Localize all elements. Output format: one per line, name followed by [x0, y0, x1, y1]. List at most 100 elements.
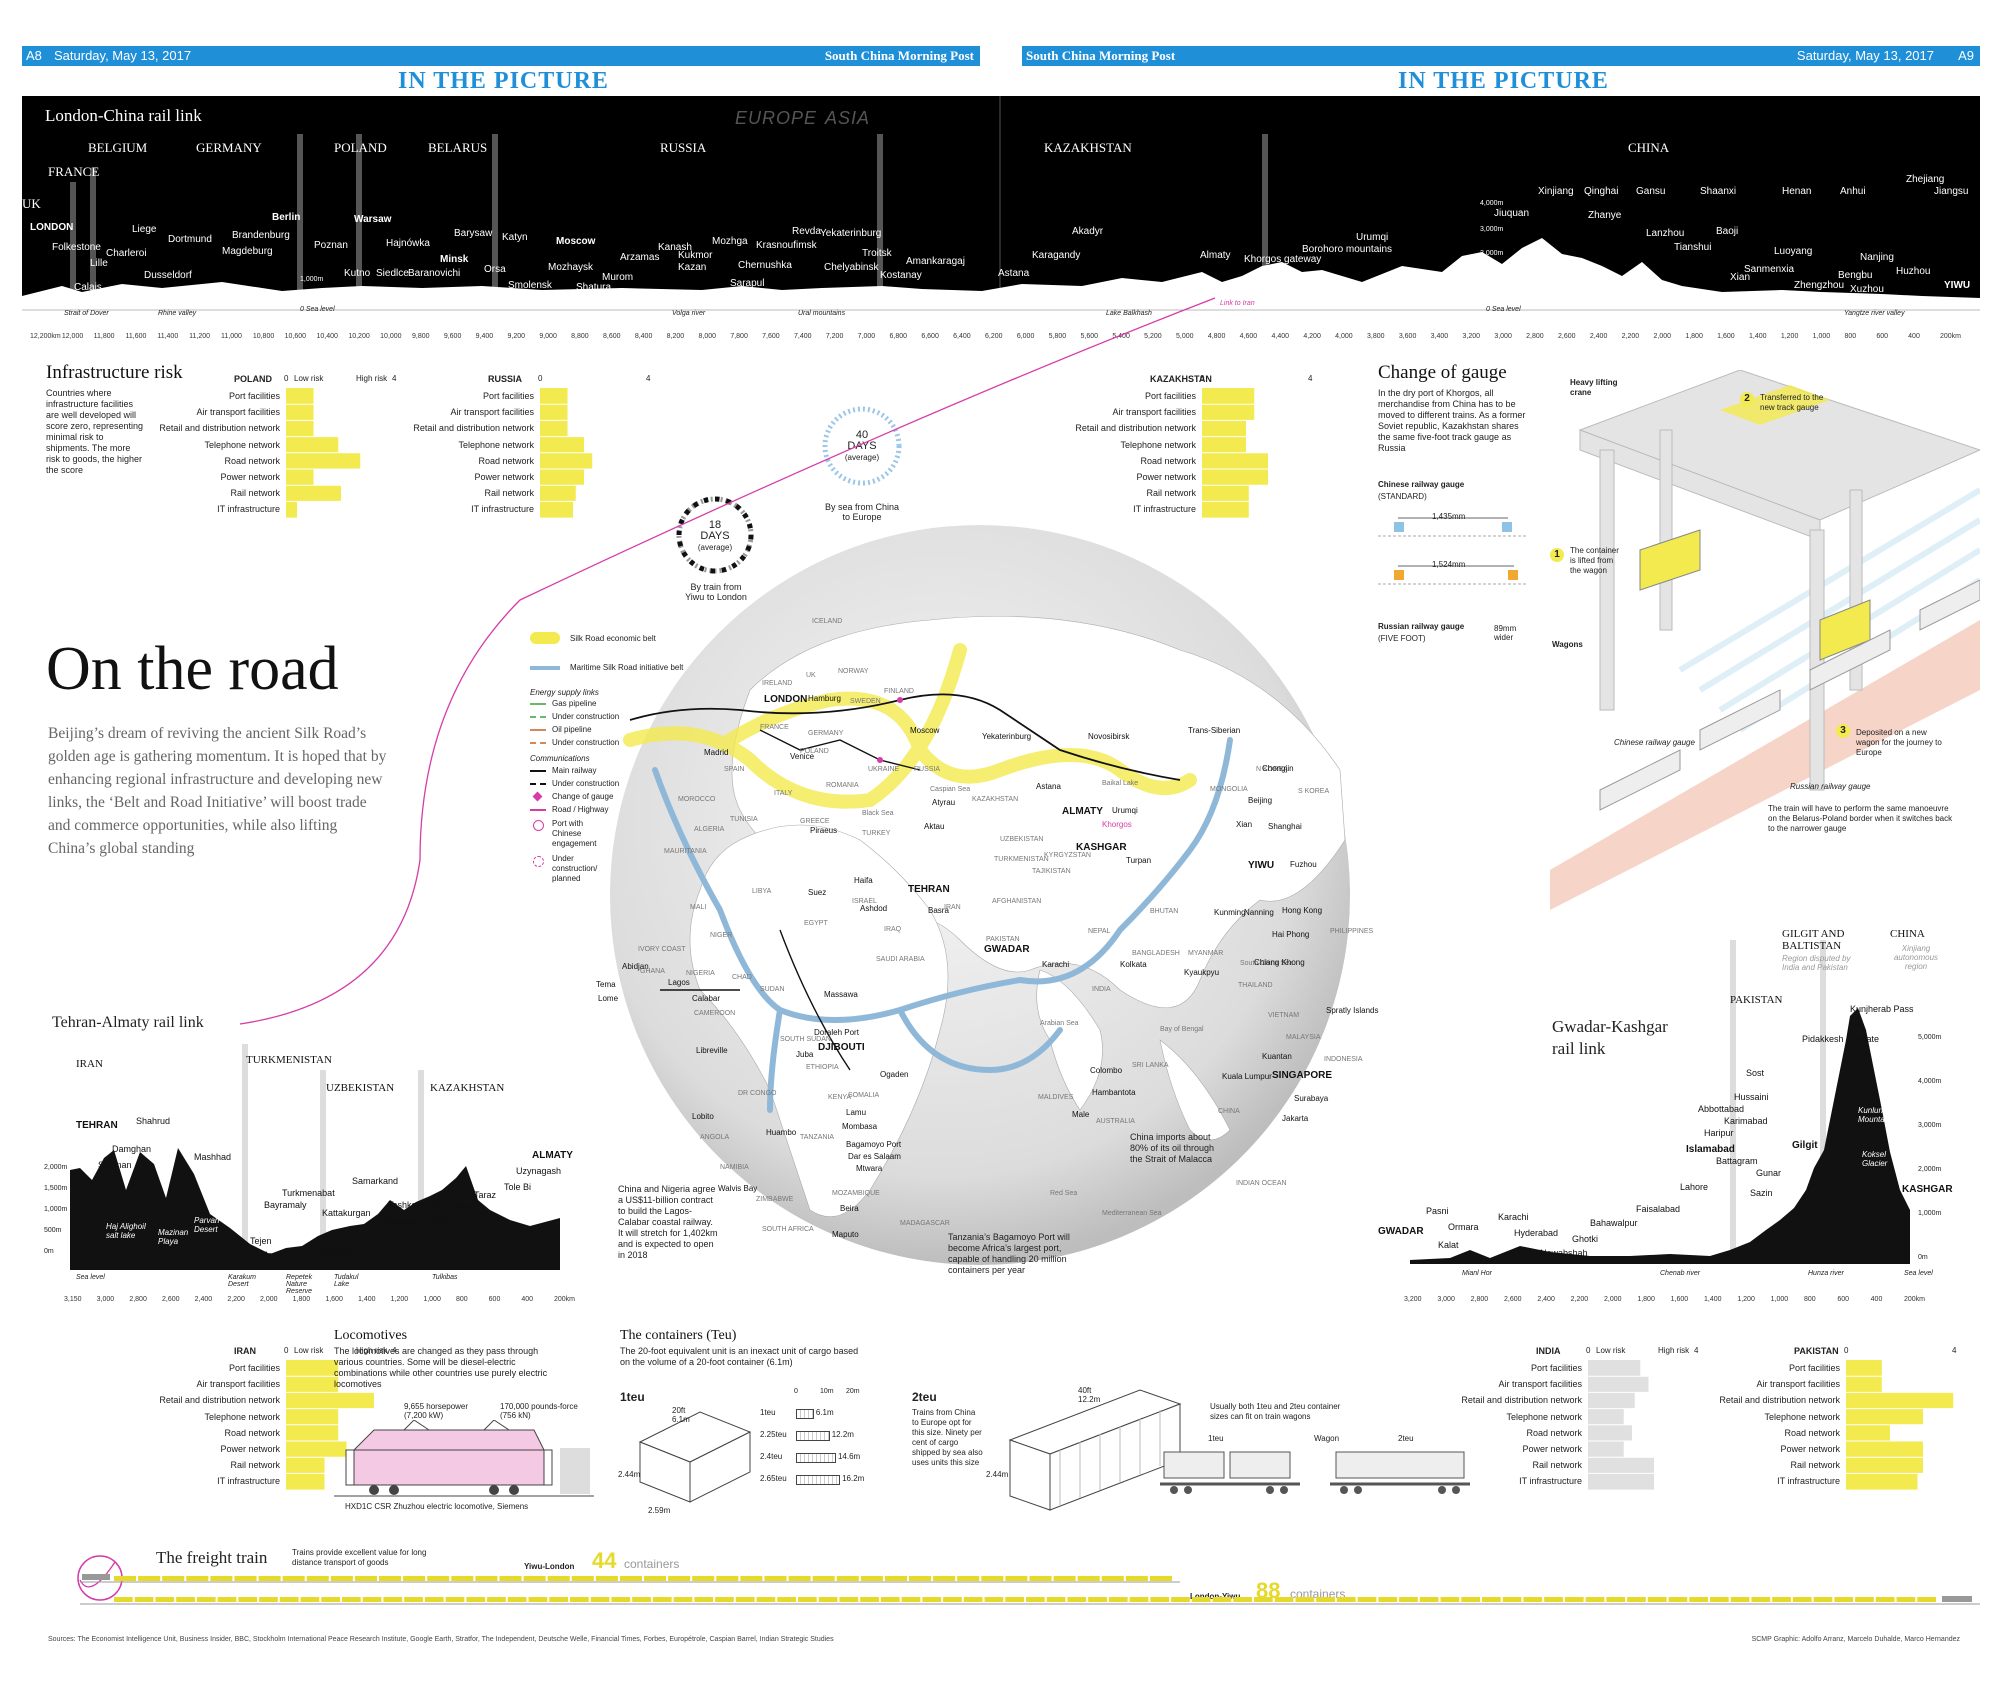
container-train2-52	[1191, 1597, 1211, 1602]
profile-city-24: Shatura	[576, 282, 612, 293]
map-label-35: DR CONGO	[738, 1090, 777, 1097]
container-train1-43	[1149, 1576, 1172, 1581]
tehran-bottom-3: Tudakul Lake	[334, 1274, 359, 1288]
container-train2-69	[1544, 1597, 1563, 1602]
teu1-box	[638, 1411, 752, 1503]
risk-four: 4	[392, 1346, 397, 1355]
profile-city-49: Xinjiang	[1538, 186, 1574, 197]
map-label-37: ANGOLA	[700, 1134, 730, 1141]
freight-n1: 44	[592, 1548, 617, 1573]
profile-city-21: Smolensk	[508, 280, 552, 291]
profile-city-32: Chernushka	[738, 260, 792, 271]
profile-city-18: Barysaw	[454, 228, 493, 239]
tehran-city-21: Uzynagash	[516, 1166, 562, 1176]
teu2-height: 2.44m	[986, 1470, 1009, 1479]
risk-item-3: Telephone network	[1764, 1411, 1840, 1422]
infra-title: Infrastructure risk	[46, 362, 183, 383]
map-city-14: KASHGAR	[1076, 842, 1127, 853]
profile-note-8: Yangtze river valley	[1844, 310, 1905, 317]
risk-four: 4	[1308, 374, 1313, 383]
gwadar-city-22: Koksel Glacier	[1862, 1150, 1888, 1168]
profile-country-2: BELGIUM	[88, 140, 148, 155]
profile-city-9: Magdeburg	[222, 246, 273, 257]
profile-axis-44: 3,400	[1430, 333, 1449, 340]
risk-item-1: Air transport facilities	[450, 407, 534, 418]
map-label-70: Caspian Sea	[930, 786, 971, 793]
container-train2-46	[1067, 1597, 1087, 1602]
container-train2-68	[1523, 1597, 1543, 1602]
map-city-26: Ashdod	[860, 904, 888, 913]
profile-note-2: 0 Sea level	[300, 306, 335, 313]
container-train2-64	[1440, 1597, 1460, 1602]
gwadar-axis-13: 600	[1837, 1296, 1850, 1303]
risk-item-4: Road network	[1784, 1427, 1840, 1438]
risk-item-6: Rail network	[1532, 1460, 1582, 1471]
crane-illustration	[1550, 370, 1980, 910]
map-city-18: YIWU	[1248, 860, 1275, 871]
gwadar-city-20: Lawate	[1850, 1034, 1880, 1044]
gauge-wagons: Wagons	[1552, 640, 1583, 649]
risk-item-1: Air transport facilities	[196, 407, 280, 418]
tehran-axis-2: 2,800	[129, 1296, 147, 1303]
teu-row-len-2: 14.6m	[837, 1452, 861, 1461]
map-label-78: AUSTRALIA	[1096, 1118, 1135, 1125]
profile-city-64: Xuzhou	[1850, 284, 1884, 295]
profile-country-3: GERMANY	[196, 140, 262, 155]
left-brand: South China Morning Post	[824, 48, 974, 63]
teu-row-label-2: 2.4teu	[760, 1452, 783, 1461]
risk-item-1: Air transport facilities	[196, 1379, 280, 1390]
profile-city-54: Tianshui	[1674, 242, 1712, 253]
container-train2-7	[259, 1597, 278, 1602]
profile-city-10: Berlin	[272, 212, 301, 223]
profile-axis-8: 10,600	[284, 333, 307, 340]
profile-city-50: Qinghai	[1584, 186, 1619, 197]
risk-item-6: Rail network	[484, 488, 534, 499]
container-train2-50	[1150, 1597, 1170, 1602]
profile-city-60: Luoyang	[1774, 246, 1813, 257]
gwadar-axis-1: 3,000	[1437, 1296, 1455, 1303]
gwadar-city-8: Bahawalpur	[1590, 1218, 1638, 1228]
map-label-53: MYANMAR	[1188, 950, 1224, 957]
container-train2-16	[445, 1597, 465, 1602]
sea-days-unit: DAYS	[847, 440, 877, 452]
tehran-axis-13: 600	[488, 1296, 501, 1303]
profile-city-52: Zhanye	[1588, 210, 1622, 221]
profile-city-28: Kazan	[678, 262, 707, 273]
profile-city-25: Murom	[602, 272, 634, 283]
profile-city-63: Bengbu	[1838, 270, 1873, 281]
profile-axis-4: 11,400	[157, 333, 179, 340]
map-label-18: ALGERIA	[694, 826, 725, 833]
profile-axis-60: 200km	[1940, 333, 1962, 340]
right-header-bar: South China Morning Post Saturday, May 1…	[1022, 46, 1980, 66]
map-label-20: LIBYA	[752, 888, 772, 895]
profile-country-5: BELARUS	[428, 140, 488, 155]
container-train2-51	[1171, 1597, 1190, 1602]
gwadar-city-24: Gunar	[1756, 1168, 1782, 1178]
gwadar-bottom-1: Chenab river	[1660, 1270, 1701, 1277]
container-train1-28	[788, 1576, 811, 1581]
profile-title: London-China rail link	[45, 106, 202, 125]
teu-bar-0	[796, 1409, 814, 1419]
container-train2-77	[1710, 1597, 1729, 1602]
gwadar-bottom-0: Mianl Hor	[1462, 1270, 1492, 1277]
risk-item-7: IT infrastructure	[217, 1476, 280, 1487]
map-label-17: MOROCCO	[678, 796, 716, 803]
teu-scale-2: 20m	[846, 1388, 860, 1395]
tehran-city-1: Semnan	[98, 1160, 132, 1170]
profile-city-42: Akadyr	[1072, 226, 1104, 237]
footer-sources: Sources: The Economist Intelligence Unit…	[48, 1636, 834, 1643]
container-train2-10	[321, 1597, 340, 1602]
risk-four: 4	[1952, 1346, 1957, 1355]
container-train2-63	[1419, 1597, 1439, 1602]
map-label-0: ICELAND	[812, 618, 843, 625]
container-train2-4	[196, 1597, 216, 1602]
gauge-fivefoot: (FIVE FOOT)	[1378, 634, 1426, 643]
gwadar-axis-14: 400	[1870, 1296, 1883, 1303]
containers-title: The containers (Teu)	[620, 1328, 737, 1343]
rail-profile-chart	[22, 96, 1980, 311]
fit-text: Usually both 1teu and 2teu container siz…	[1210, 1402, 1341, 1421]
gwadar-title: Gwadar-Kashgar rail link	[1552, 1017, 1668, 1058]
map-label-48: PAKISTAN	[986, 936, 1020, 943]
profile-city-37: Troitsk	[862, 248, 892, 259]
gwadar-country-2: PAKISTAN	[1730, 994, 1783, 1006]
